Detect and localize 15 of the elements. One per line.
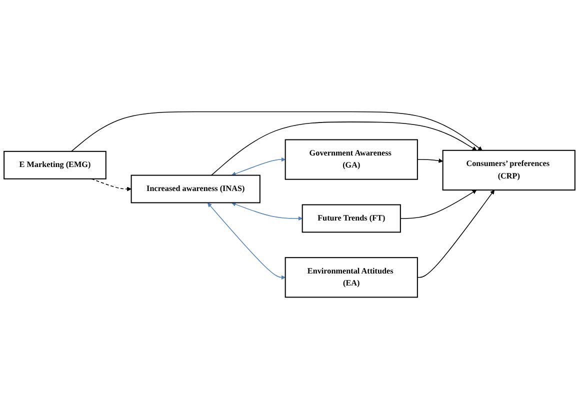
node-box: Environmental Attitudes (EA) xyxy=(284,257,418,298)
arrow xyxy=(70,111,482,152)
node-box: E Marketing (EMG) xyxy=(4,150,106,180)
arrow xyxy=(91,178,132,192)
node-box: Government Awareness (GA) xyxy=(284,139,418,180)
arrow xyxy=(211,122,477,176)
arrow xyxy=(417,190,495,278)
arrow xyxy=(400,190,477,219)
arrow xyxy=(417,158,444,163)
node-box: Increased awareness (INAS) xyxy=(130,174,260,204)
arrow xyxy=(231,202,303,221)
arrow xyxy=(208,202,286,280)
arrow xyxy=(231,157,286,176)
node-box: Future Trends (FT) xyxy=(302,204,401,233)
node-box: Consumers’ preferences (CRP) xyxy=(442,150,576,191)
